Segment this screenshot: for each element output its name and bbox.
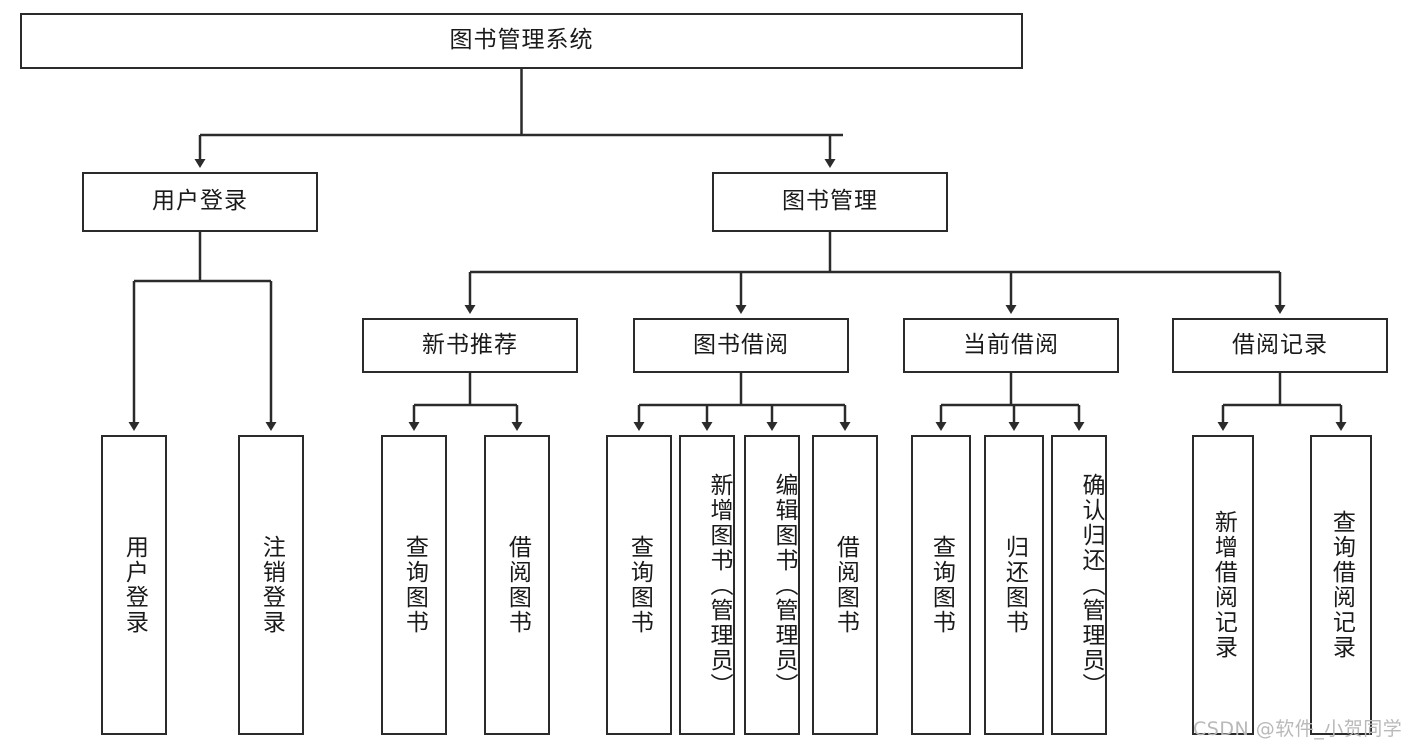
node-borrow-records[interactable]: 借阅记录 — [1172, 318, 1388, 373]
leaf-user-logout[interactable]: 注销登录 — [238, 435, 304, 735]
leaf-user-login[interactable]: 用户登录 — [101, 435, 167, 735]
node-current-borrow[interactable]: 当前借阅 — [903, 318, 1119, 373]
csdn-watermark: CSDN @软件_小贺同学 — [1193, 718, 1403, 740]
leaf-confirm-return-admin[interactable]: 确认归还（管理员） — [1051, 435, 1107, 735]
node-new-book-recommend[interactable]: 新书推荐 — [362, 318, 578, 373]
node-book-management[interactable]: 图书管理 — [712, 172, 948, 232]
leaf-return-book[interactable]: 归还图书 — [984, 435, 1044, 735]
node-book-borrow[interactable]: 图书借阅 — [633, 318, 849, 373]
leaf-query-book-current[interactable]: 查询图书 — [911, 435, 971, 735]
leaf-query-book-newbook[interactable]: 查询图书 — [381, 435, 447, 735]
node-root[interactable]: 图书管理系统 — [20, 13, 1023, 69]
leaf-borrow-book[interactable]: 借阅图书 — [812, 435, 878, 735]
leaf-edit-book-admin[interactable]: 编辑图书（管理员） — [744, 435, 800, 735]
leaf-query-borrow-record[interactable]: 查询借阅记录 — [1310, 435, 1372, 735]
leaf-query-book-borrow[interactable]: 查询图书 — [606, 435, 672, 735]
node-user-login[interactable]: 用户登录 — [82, 172, 318, 232]
leaf-add-borrow-record[interactable]: 新增借阅记录 — [1192, 435, 1254, 735]
leaf-add-book-admin[interactable]: 新增图书（管理员） — [679, 435, 735, 735]
leaf-borrow-book-newbook[interactable]: 借阅图书 — [484, 435, 550, 735]
